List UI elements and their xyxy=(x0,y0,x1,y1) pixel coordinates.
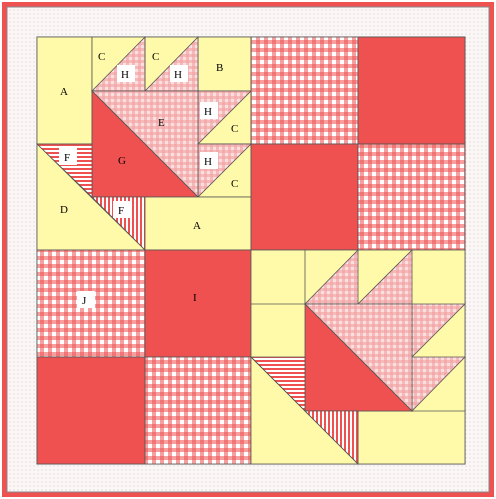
label-C-right-2: C xyxy=(231,178,238,190)
square-gingham-3 xyxy=(145,357,251,464)
square-red-I xyxy=(145,250,251,357)
label-F-bottom: F xyxy=(118,205,124,217)
label-H-top-1: H xyxy=(121,69,129,81)
label-B: B xyxy=(216,62,223,74)
label-F-left: F xyxy=(64,152,70,164)
piece-B xyxy=(198,37,251,91)
label-A-bottom: A xyxy=(193,220,201,232)
label-E: E xyxy=(158,117,165,129)
square-red-1 xyxy=(358,37,465,144)
label-H-top-2: H xyxy=(174,69,182,81)
square-gingham-1 xyxy=(251,37,358,144)
label-C-right-1: C xyxy=(231,123,238,135)
label-J: J xyxy=(82,295,87,307)
label-H-right-2: H xyxy=(204,156,212,168)
label-I: I xyxy=(193,292,197,304)
label-C-top-2: C xyxy=(152,51,159,63)
square-red-3 xyxy=(37,357,145,464)
label-G: G xyxy=(118,155,126,167)
label-H-right-1: H xyxy=(204,106,212,118)
label-D: D xyxy=(60,204,68,216)
label-C-top-1: C xyxy=(98,51,105,63)
label-A-top: A xyxy=(60,86,68,98)
square-red-2 xyxy=(251,144,358,250)
square-gingham-2 xyxy=(358,144,465,250)
